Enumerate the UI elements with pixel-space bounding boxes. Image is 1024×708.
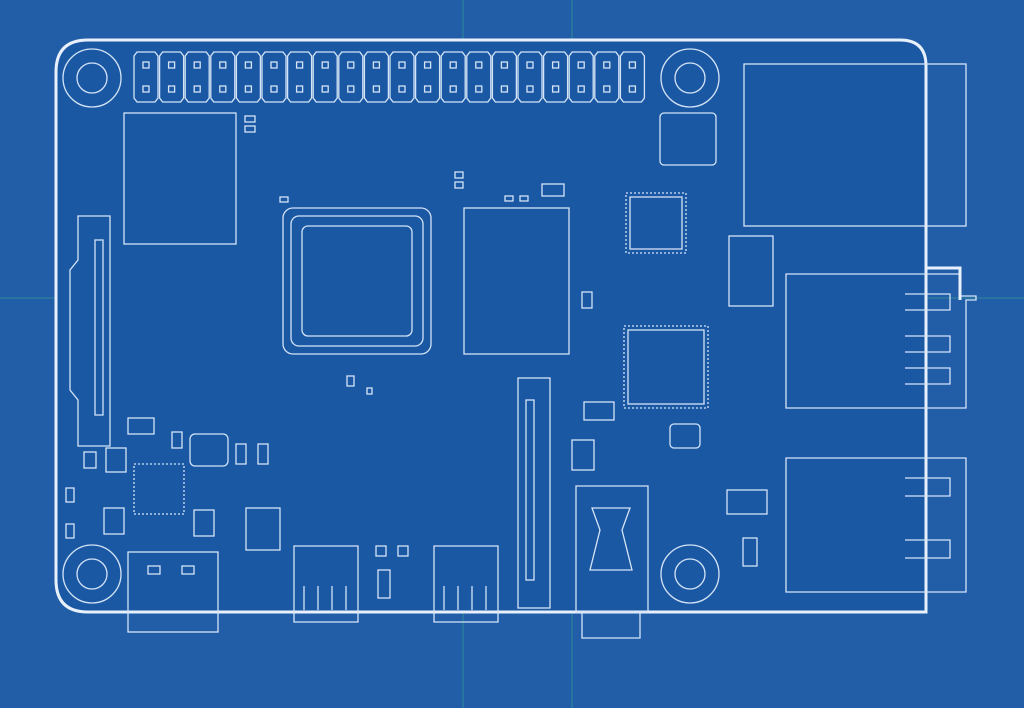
gpio-pin-pair (184, 51, 210, 103)
gpio-pin (577, 61, 585, 69)
poe-header (659, 112, 717, 166)
gpio-pin (295, 61, 304, 69)
gpio-pin (551, 61, 560, 69)
gpio-pin (244, 61, 253, 69)
gpio-pin-pair (133, 51, 159, 103)
gpio-pin (270, 61, 278, 69)
gpio-pin (603, 85, 611, 93)
gpio-pin (628, 61, 637, 69)
usb-contacts (905, 477, 951, 559)
ram-chip (463, 207, 570, 355)
gpio-pin-pair (210, 51, 236, 103)
gpio-pin (551, 85, 560, 93)
gpio-pin (398, 85, 406, 93)
gpio-pin-pair (261, 51, 287, 103)
gpio-pin (526, 85, 534, 93)
gpio-pin (142, 85, 150, 93)
gpio-pin (167, 61, 176, 69)
gpio-pin-pair (414, 51, 441, 103)
gpio-pin-pair (619, 51, 646, 103)
gpio-pin-pair (594, 51, 620, 103)
gpio-pin (219, 85, 227, 93)
chip (728, 235, 774, 307)
micro-hdmi-port (293, 545, 359, 623)
gpio-pin-pair (466, 51, 492, 103)
audio-jack (575, 485, 649, 639)
display-connector (69, 215, 111, 447)
gpio-pin (449, 85, 457, 93)
gpio-pin (577, 85, 585, 93)
gpio-pin-pair (491, 51, 518, 103)
gpio-pin-pair (235, 51, 262, 103)
gpio-pin (372, 61, 381, 69)
gpio-pin (423, 61, 432, 69)
gpio-pin (347, 61, 355, 69)
gpio-pin (167, 85, 176, 93)
gpio-pin (526, 61, 534, 69)
gpio-pin-pair (568, 51, 594, 103)
gpio-pin (372, 85, 381, 93)
gpio-pin (475, 61, 483, 69)
gpio-pin (321, 61, 329, 69)
gpio-header (133, 51, 646, 103)
micro-hdmi-port (433, 545, 499, 623)
gpio-pin (295, 85, 304, 93)
gpio-pin (398, 61, 406, 69)
chip (123, 112, 237, 245)
gpio-pin-pair (158, 51, 185, 103)
board-outline (54, 38, 928, 614)
gpio-pin-pair (440, 51, 466, 103)
gpio-pin (142, 61, 150, 69)
gpio-pin-pair (517, 51, 543, 103)
gpio-pin (270, 85, 278, 93)
gpio-pin (219, 61, 227, 69)
gpio-pin-pair (286, 51, 313, 103)
gpio-pin (500, 61, 509, 69)
mounting-hole (62, 544, 122, 604)
soc-chip (282, 207, 432, 355)
gpio-pin (449, 61, 457, 69)
usb-controller (623, 325, 709, 409)
mounting-hole (660, 48, 720, 108)
usb-c-power-port (127, 551, 219, 633)
gpio-pin (244, 85, 253, 93)
usb2-port (785, 457, 967, 593)
gpio-pin (193, 85, 201, 93)
gpio-pin (500, 85, 509, 93)
gpio-pin-pair (312, 51, 338, 103)
mounting-hole (62, 48, 122, 108)
usb-contacts (905, 293, 951, 385)
gpio-pin (193, 61, 201, 69)
gpio-pin (321, 85, 329, 93)
pmic-chip (133, 463, 185, 515)
camera-connector (517, 377, 551, 609)
gpio-pin (628, 85, 637, 93)
gpio-pin (475, 85, 483, 93)
chip (625, 192, 687, 254)
gpio-pin-pair (389, 51, 415, 103)
mounting-hole (660, 544, 720, 604)
gpio-pin-pair (363, 51, 390, 103)
gpio-pin (423, 85, 432, 93)
gpio-pin (603, 61, 611, 69)
board-edge (924, 226, 962, 300)
gpio-pin-pair (542, 51, 569, 103)
gpio-pin-pair (338, 51, 364, 103)
gpio-pin (347, 85, 355, 93)
ethernet-port (743, 63, 967, 227)
